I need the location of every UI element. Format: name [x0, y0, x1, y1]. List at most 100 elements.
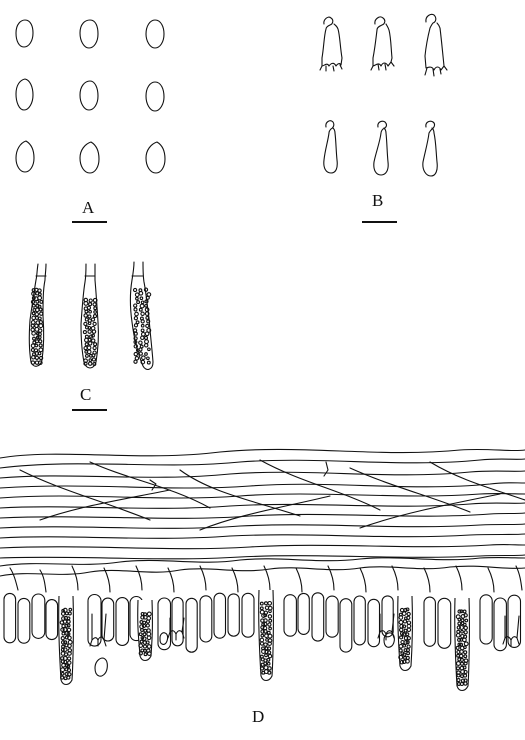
granule	[39, 324, 43, 328]
granule	[145, 312, 149, 316]
granule	[93, 346, 96, 349]
basidiole	[354, 596, 365, 645]
granule	[92, 339, 95, 342]
granule	[84, 314, 87, 317]
granule	[94, 311, 97, 314]
panel-label-b: B	[372, 191, 383, 210]
granule	[39, 361, 43, 365]
basidiole	[326, 596, 338, 637]
granule	[139, 352, 142, 355]
granule	[31, 328, 34, 331]
granule	[94, 315, 97, 318]
granule	[89, 299, 92, 302]
basidiole	[116, 598, 129, 646]
granule	[33, 337, 36, 340]
granule	[84, 347, 87, 350]
granule	[39, 348, 43, 352]
granule	[147, 361, 150, 364]
granule	[134, 337, 137, 340]
granule	[40, 356, 43, 359]
subiculum-hyphae	[0, 449, 525, 558]
granule	[40, 301, 43, 304]
granule	[93, 363, 96, 366]
granule	[92, 330, 95, 333]
basidium	[423, 121, 437, 176]
panel-label-a: A	[82, 198, 95, 217]
granule	[141, 320, 144, 323]
granule	[137, 301, 140, 304]
granule	[94, 307, 97, 310]
granule	[92, 358, 95, 361]
granule	[35, 313, 38, 316]
spore	[16, 79, 33, 110]
spore	[146, 142, 165, 173]
granule	[92, 354, 95, 357]
basidiole	[200, 596, 212, 642]
granule	[31, 361, 34, 364]
granule	[135, 293, 139, 297]
basidium	[425, 14, 447, 76]
spore	[146, 82, 164, 111]
granule	[84, 322, 87, 325]
granule	[31, 321, 35, 325]
granule	[35, 324, 38, 327]
granule	[145, 332, 149, 336]
granule	[32, 332, 36, 336]
granule	[147, 320, 150, 323]
granule	[88, 322, 91, 325]
granule	[141, 336, 144, 339]
granule	[39, 340, 42, 343]
granule	[134, 324, 137, 327]
granule	[35, 344, 38, 347]
granule	[134, 308, 137, 311]
granule	[39, 329, 42, 332]
granule	[87, 346, 91, 350]
spore	[16, 20, 33, 47]
spore	[80, 142, 99, 173]
granule	[32, 312, 35, 315]
granule	[141, 301, 144, 304]
granule	[145, 344, 148, 347]
basidiole	[368, 599, 380, 646]
granule	[36, 340, 39, 343]
granule	[32, 304, 35, 307]
granule	[146, 324, 149, 327]
basidiole	[158, 598, 171, 650]
basidiole	[102, 598, 114, 641]
basidiole	[186, 598, 197, 652]
basidium	[371, 17, 394, 70]
granule	[93, 303, 96, 306]
granule	[38, 293, 41, 296]
granule	[139, 348, 142, 351]
granule	[88, 330, 91, 333]
granule	[139, 292, 143, 296]
granule	[145, 305, 148, 308]
panel-a-spores	[16, 20, 165, 173]
granule	[141, 324, 144, 327]
granule	[134, 345, 137, 348]
granule	[145, 336, 148, 339]
granule	[134, 317, 137, 320]
panel-d-section	[0, 449, 525, 690]
basidiole	[312, 593, 324, 641]
panel-c-cystidia	[29, 262, 153, 369]
granule	[134, 288, 137, 291]
granule	[141, 312, 144, 315]
granule	[88, 338, 91, 341]
granule	[36, 300, 39, 303]
granule	[139, 341, 142, 344]
granule	[134, 304, 137, 307]
granule	[38, 317, 41, 320]
granule	[89, 303, 92, 306]
panel-b-basidia	[320, 14, 447, 176]
granule	[91, 318, 94, 321]
granule	[89, 342, 92, 345]
granule	[39, 308, 42, 311]
basidiole	[438, 598, 451, 648]
granule	[85, 310, 88, 313]
granule	[85, 343, 88, 346]
granule	[145, 308, 149, 312]
basidiole	[172, 598, 183, 646]
granule	[31, 324, 34, 327]
basidium	[320, 17, 342, 71]
